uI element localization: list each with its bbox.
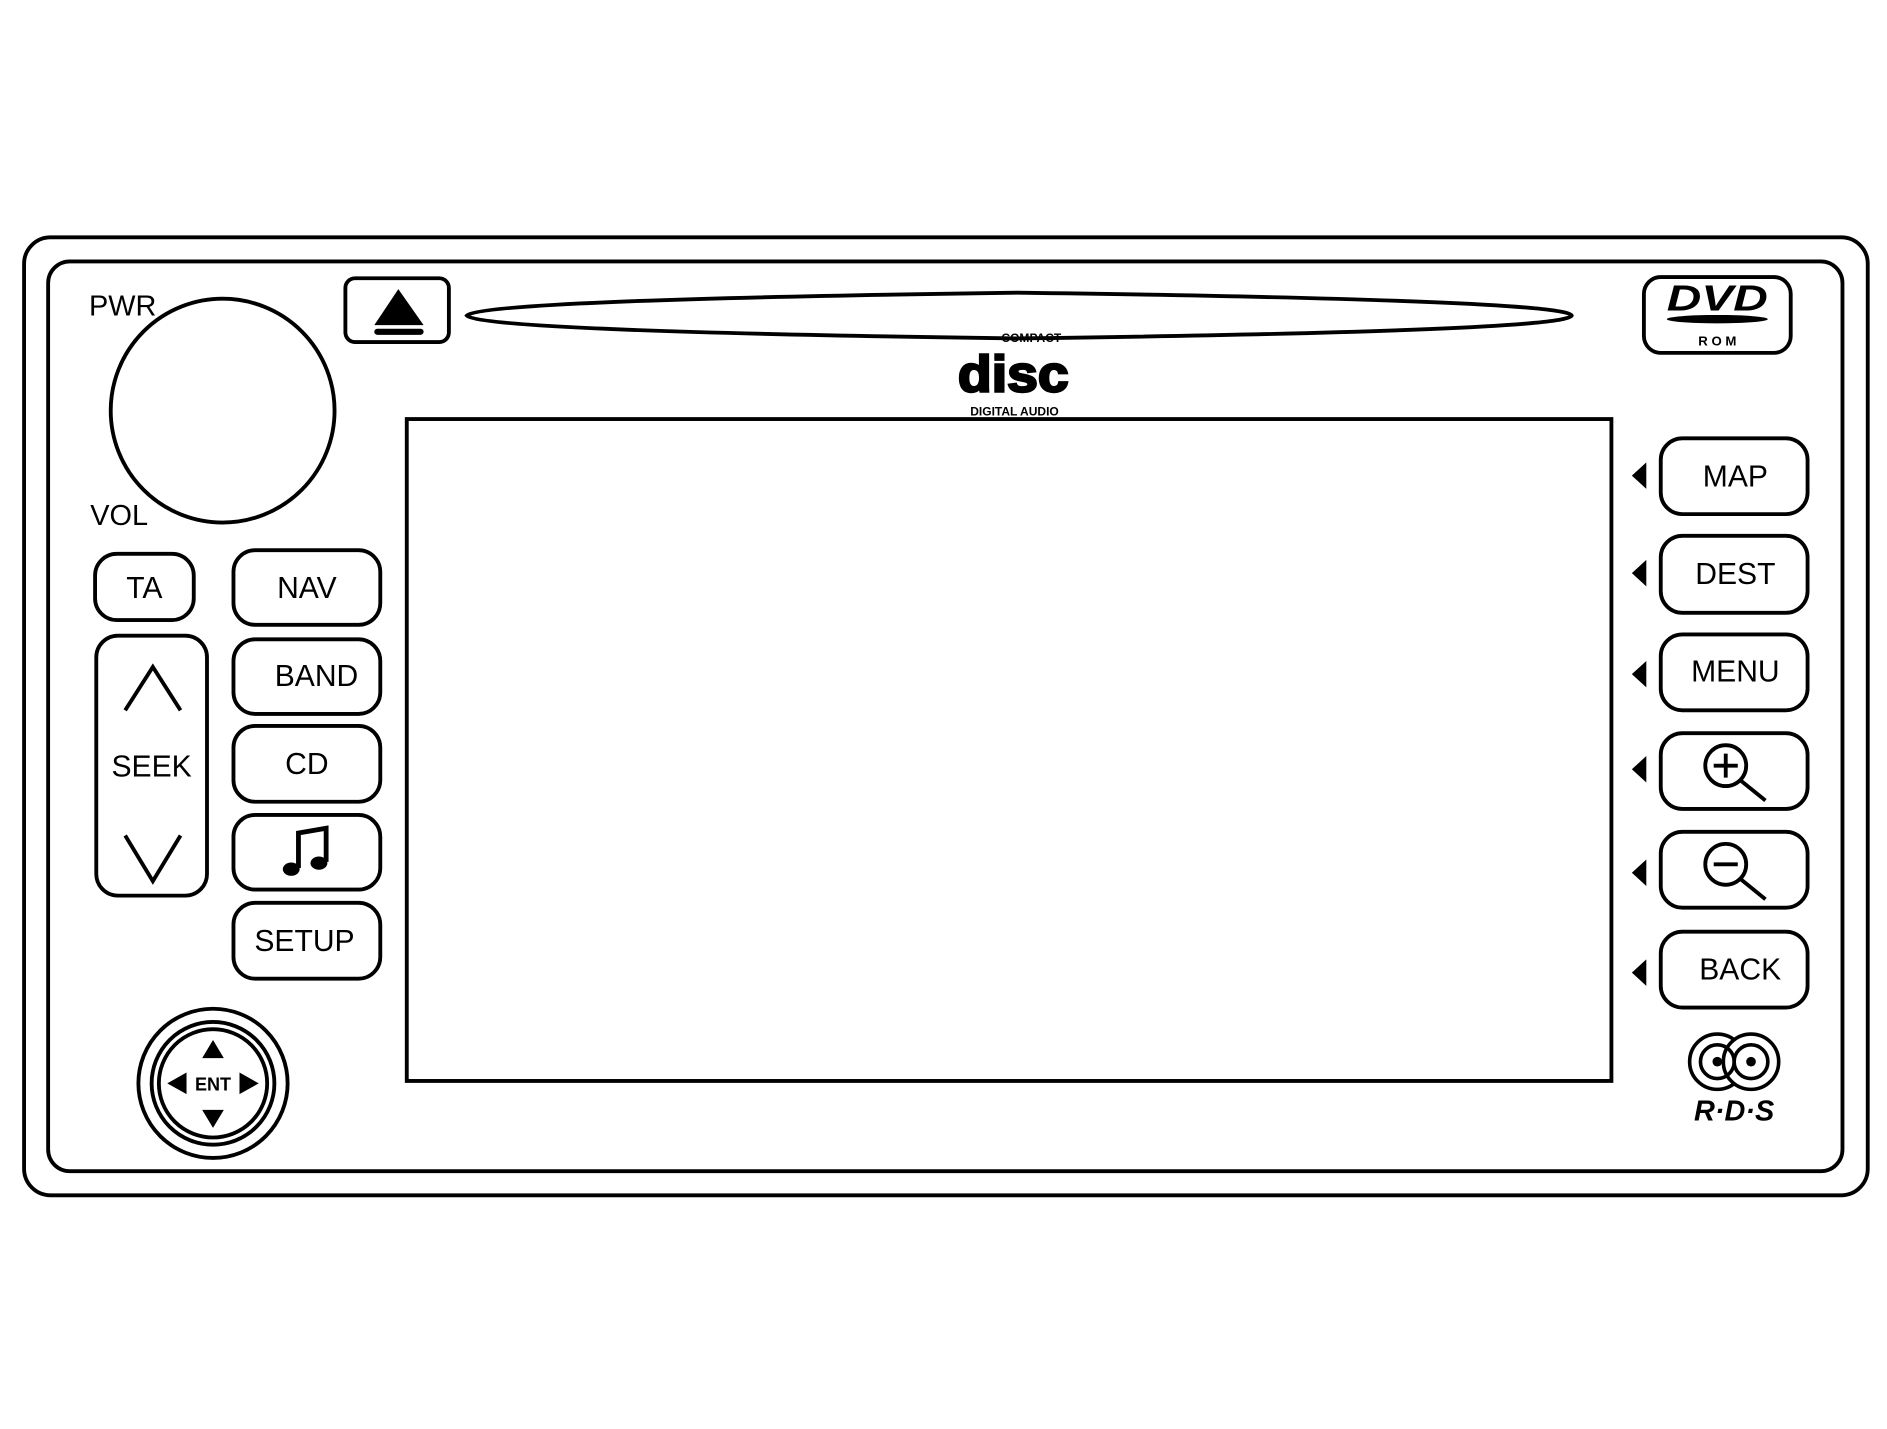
eject-button[interactable] [343, 276, 451, 344]
ta-button[interactable]: TA [93, 551, 196, 622]
chevron-up-icon[interactable] [123, 663, 183, 712]
back-button[interactable]: BACK [1631, 929, 1810, 1010]
outer-bezel [22, 235, 1870, 1198]
compact-disc-logo: COMPACT disc DIGITAL AUDIO [957, 331, 1070, 418]
nav-button[interactable]: NAV [231, 548, 383, 627]
dvd-logo-sub: R O M [1698, 334, 1736, 349]
zoom-in-icon [1703, 743, 1767, 803]
band-label: BAND [275, 660, 359, 693]
rds-logo: R·D·S [1687, 1032, 1781, 1128]
map-button[interactable]: MAP [1631, 436, 1810, 517]
back-label: BACK [1699, 954, 1781, 987]
arrow-down-icon[interactable] [202, 1109, 224, 1128]
menu-label: MENU [1691, 655, 1780, 688]
setup-label: SETUP [254, 925, 354, 958]
compact-disc-logo-main: disc [958, 345, 1069, 402]
chevron-down-icon[interactable] [123, 834, 183, 885]
setup-button[interactable]: SETUP [231, 900, 383, 981]
cd-label: CD [285, 748, 328, 781]
rds-logo-text: R·D·S [1694, 1096, 1774, 1128]
zoom-out-button[interactable] [1631, 829, 1810, 910]
power-volume-knob[interactable] [108, 296, 337, 525]
seek-label: SEEK [112, 750, 192, 783]
cd-button[interactable]: CD [231, 724, 383, 804]
compact-disc-logo-bottom: DIGITAL AUDIO [970, 404, 1059, 418]
arrow-left-icon[interactable] [167, 1072, 187, 1095]
inner-bezel [46, 259, 1845, 1174]
zoom-out-icon [1703, 841, 1767, 901]
eject-icon [374, 289, 424, 335]
vol-label: VOL [90, 500, 148, 532]
arrow-right-icon[interactable] [239, 1072, 259, 1095]
dest-label: DEST [1695, 558, 1775, 591]
pwr-label: PWR [89, 291, 156, 323]
dest-button[interactable]: DEST [1631, 533, 1810, 615]
nav-label: NAV [277, 572, 337, 605]
ent-label: ENT [195, 1075, 231, 1095]
music-button[interactable] [231, 813, 383, 892]
zoom-in-button[interactable] [1631, 731, 1810, 811]
music-note-icon [282, 825, 329, 876]
dvd-logo-main: DVD [1667, 278, 1768, 319]
seek-rocker[interactable]: SEEK [94, 633, 209, 898]
arrow-up-icon[interactable] [202, 1040, 224, 1059]
ent-joystick[interactable]: ENT [136, 1006, 290, 1160]
menu-button[interactable]: MENU [1631, 632, 1810, 713]
display-screen[interactable] [404, 417, 1614, 1083]
map-label: MAP [1703, 460, 1768, 493]
compact-disc-logo-top: COMPACT [1001, 331, 1062, 345]
disc-slot [464, 290, 1574, 341]
band-button[interactable]: BAND [231, 637, 383, 716]
dvd-rom-logo: DVD R O M [1641, 275, 1793, 355]
ta-label: TA [126, 572, 162, 605]
